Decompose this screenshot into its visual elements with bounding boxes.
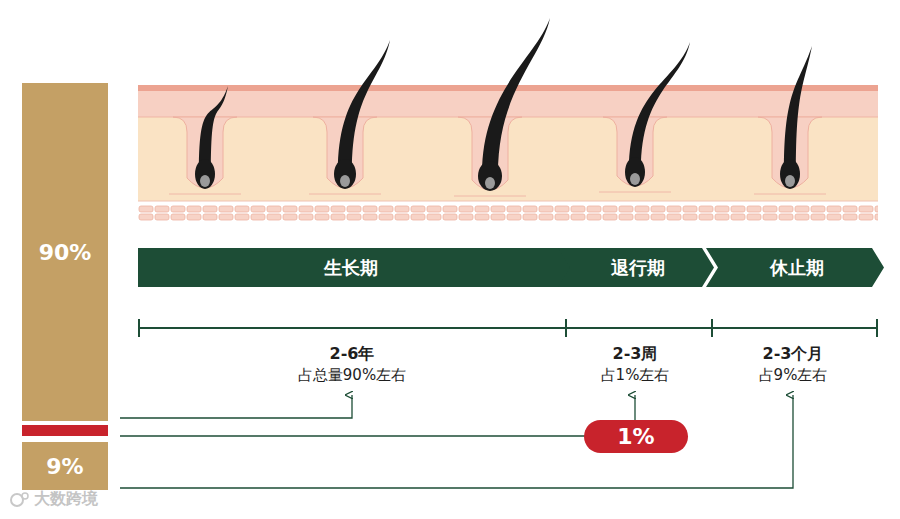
duration-label: 2-3周 (613, 344, 658, 365)
share-label: 占1%左右 (601, 366, 670, 385)
one-percent-stripe (22, 425, 108, 436)
node-text: 退行期 (611, 256, 665, 280)
duration-label: 2-3个月 (763, 344, 824, 365)
phase-band: 休止期 (706, 248, 884, 287)
share-label: 占总量90%左右 (298, 366, 406, 385)
phase-band: 生长期 (138, 248, 576, 287)
node-text: 90% (39, 240, 92, 265)
phase-band: 退行期 (558, 248, 714, 287)
node-text: 休止期 (770, 256, 824, 280)
growth-share-bar: 90% (22, 83, 108, 421)
watermark: 大数跨境 (34, 489, 98, 510)
duration-label: 2-6年 (330, 344, 375, 365)
telogen-share-bar: 9% (22, 442, 108, 490)
share-label: 占9%左右 (759, 366, 828, 385)
node-text: 1% (617, 424, 654, 449)
node-text: 生长期 (324, 256, 378, 280)
node-text: 9% (46, 454, 83, 479)
percent-pill: 1% (584, 420, 688, 453)
